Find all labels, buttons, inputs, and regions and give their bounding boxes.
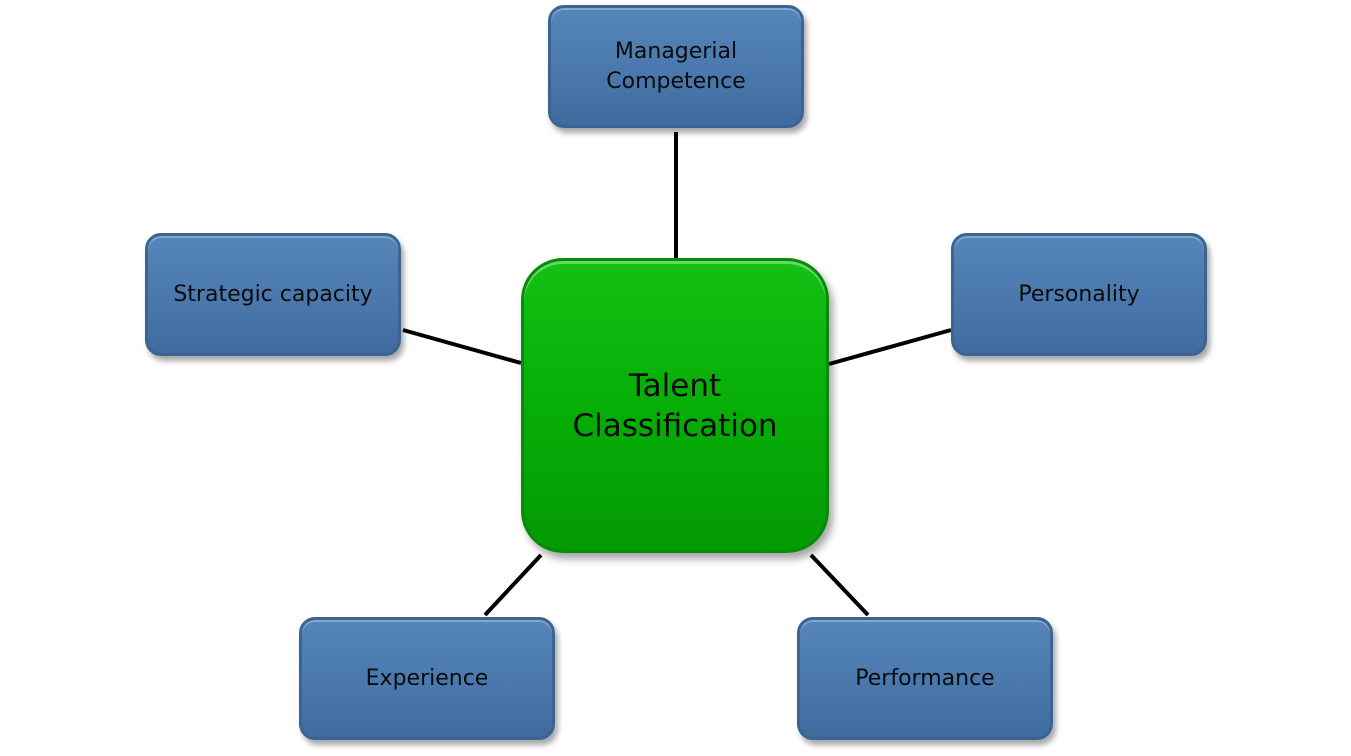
connector-strategic <box>402 328 522 365</box>
node-label-strategic-capacity: Strategic capacity <box>173 281 373 307</box>
node-experience: Experience <box>299 617 555 740</box>
node-strategic-capacity: Strategic capacity <box>145 233 401 356</box>
node-personality: Personality <box>951 233 1207 356</box>
node-label-personality: Personality <box>1018 281 1140 307</box>
center-node-label: Talent Classification <box>572 367 778 444</box>
connector-personality <box>828 328 952 366</box>
center-node-talent-classification: Talent Classification <box>521 258 829 553</box>
connector-performance <box>809 553 870 617</box>
node-performance: Performance <box>797 617 1053 740</box>
node-label-experience: Experience <box>365 665 489 691</box>
node-label-managerial-competence: Managerial Competence <box>606 38 746 94</box>
node-managerial-competence: Managerial Competence <box>548 5 804 128</box>
connector-experience <box>483 553 543 617</box>
node-label-performance: Performance <box>855 665 995 691</box>
